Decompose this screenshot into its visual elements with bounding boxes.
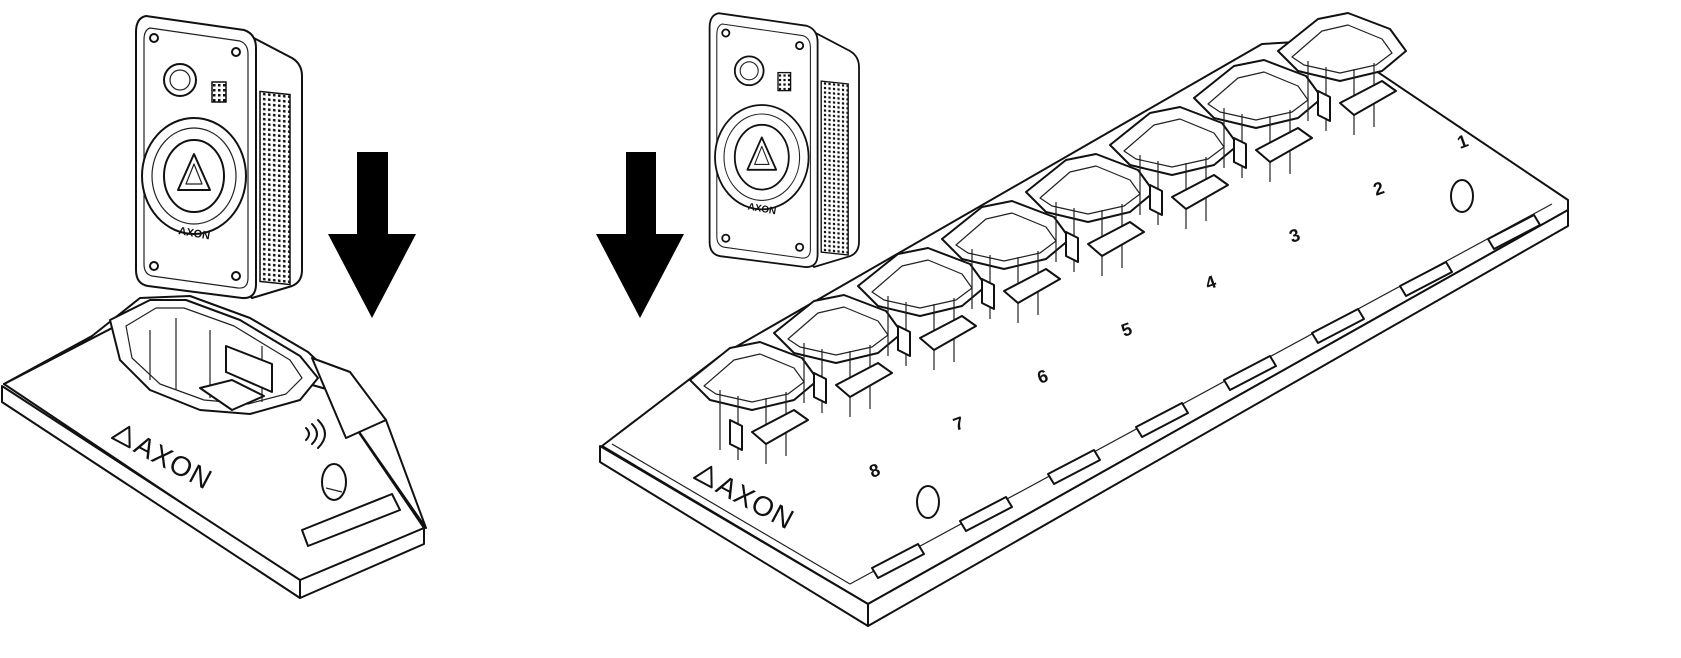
label-plates xyxy=(871,214,1541,579)
status-light-1 xyxy=(1450,179,1474,213)
label-plate-1 xyxy=(1487,214,1541,250)
body-camera-right: AXON xyxy=(708,12,860,268)
label-plate-5 xyxy=(1135,402,1189,438)
label-plate-8 xyxy=(871,543,925,579)
down-arrow-left xyxy=(328,152,416,318)
single-dock: AXON xyxy=(1,295,427,599)
camera-logo-text-right: AXON xyxy=(747,202,777,218)
camera-logo-text: AXON xyxy=(177,225,210,242)
single-dock-scene: AXON xyxy=(1,15,427,599)
status-light-8 xyxy=(916,485,940,519)
down-arrow-right xyxy=(596,152,684,318)
label-plate-7 xyxy=(959,496,1013,532)
label-plate-2 xyxy=(1399,261,1453,297)
body-camera-left: AXON xyxy=(135,15,303,300)
label-plate-4 xyxy=(1223,355,1277,391)
label-plate-6 xyxy=(1047,449,1101,485)
label-plate-3 xyxy=(1311,308,1365,344)
